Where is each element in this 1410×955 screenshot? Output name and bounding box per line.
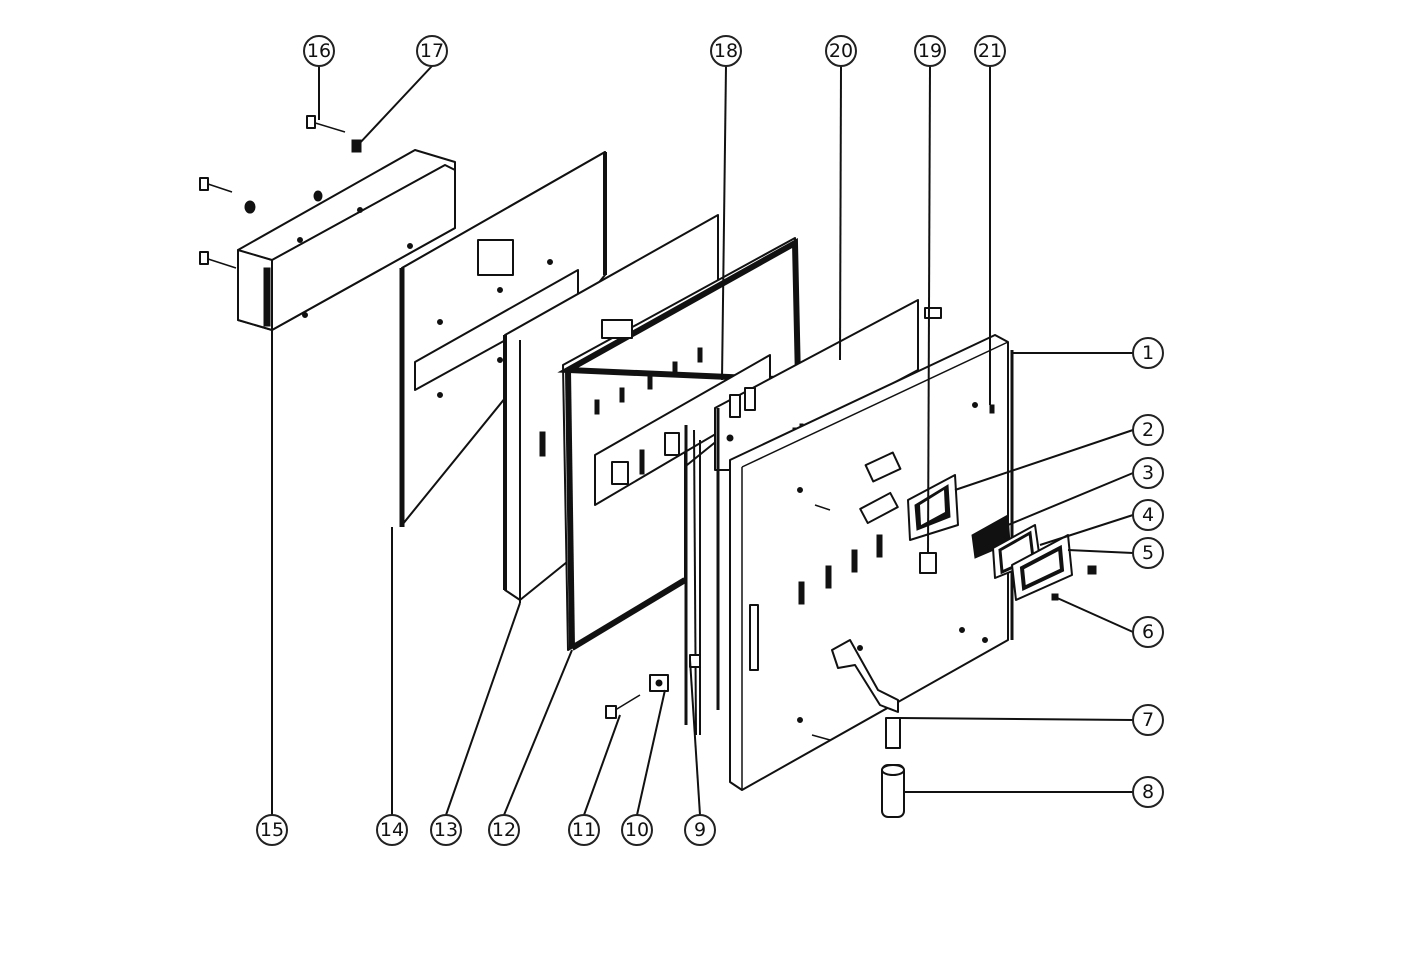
callout-label: 12 (492, 819, 516, 841)
part-5-window (1011, 534, 1073, 601)
callout-label: 6 (1142, 621, 1154, 643)
callout-label: 5 (1142, 542, 1154, 564)
callout-14: 14 (376, 814, 408, 846)
part-2-plaque (907, 474, 959, 541)
leader-lines (271, 65, 1134, 816)
callout-label: 9 (694, 819, 706, 841)
callout-label: 21 (978, 40, 1002, 62)
part-19-plug (919, 552, 937, 574)
callout-label: 17 (420, 40, 444, 62)
callout-6: 6 (1132, 616, 1164, 648)
nut-icon (244, 200, 256, 214)
part-11-screw (605, 694, 641, 719)
callout-label: 14 (380, 819, 404, 841)
callout-label: 4 (1142, 504, 1154, 526)
callout-8: 8 (1132, 776, 1164, 808)
callout-label: 8 (1142, 781, 1154, 803)
callout-label: 3 (1142, 462, 1154, 484)
callout-5: 5 (1132, 537, 1164, 569)
part-10-nut (649, 674, 669, 692)
callout-label: 11 (572, 819, 596, 841)
callout-label: 13 (434, 819, 458, 841)
part-18-plate (714, 299, 942, 710)
callout-13: 13 (430, 814, 462, 846)
callout-label: 10 (625, 819, 649, 841)
callout-20: 20 (825, 35, 857, 67)
callout-label: 16 (307, 40, 331, 62)
part-16-bolt (306, 115, 346, 133)
callout-1: 1 (1132, 337, 1164, 369)
part-1-rear-panel (729, 334, 1014, 791)
callout-2: 2 (1132, 414, 1164, 446)
callout-11: 11 (568, 814, 600, 846)
part-7-pin (885, 717, 901, 749)
callout-label: 2 (1142, 419, 1154, 441)
part-9-seal (684, 425, 701, 736)
callout-3: 3 (1132, 457, 1164, 489)
callout-17: 17 (416, 35, 448, 67)
part-12-frame (557, 237, 802, 651)
callout-label: 15 (260, 819, 284, 841)
part-15-bracket (199, 149, 456, 331)
callout-label: 18 (714, 40, 738, 62)
callout-label: 7 (1142, 709, 1154, 731)
callout-9: 9 (684, 814, 716, 846)
callout-16: 16 (303, 35, 335, 67)
callout-15: 15 (256, 814, 288, 846)
bolt-icon (199, 251, 237, 269)
callout-18: 18 (710, 35, 742, 67)
callout-4: 4 (1132, 499, 1164, 531)
callout-label: 20 (829, 40, 853, 62)
callout-label: 19 (918, 40, 942, 62)
callout-10: 10 (621, 814, 653, 846)
callout-label: 1 (1142, 342, 1154, 364)
part-17-spring (351, 139, 362, 153)
callout-19: 19 (914, 35, 946, 67)
bolt-icon (199, 177, 233, 193)
callout-7: 7 (1132, 704, 1164, 736)
callout-12: 12 (488, 814, 520, 846)
part-8-knob (881, 764, 905, 818)
callout-21: 21 (974, 35, 1006, 67)
